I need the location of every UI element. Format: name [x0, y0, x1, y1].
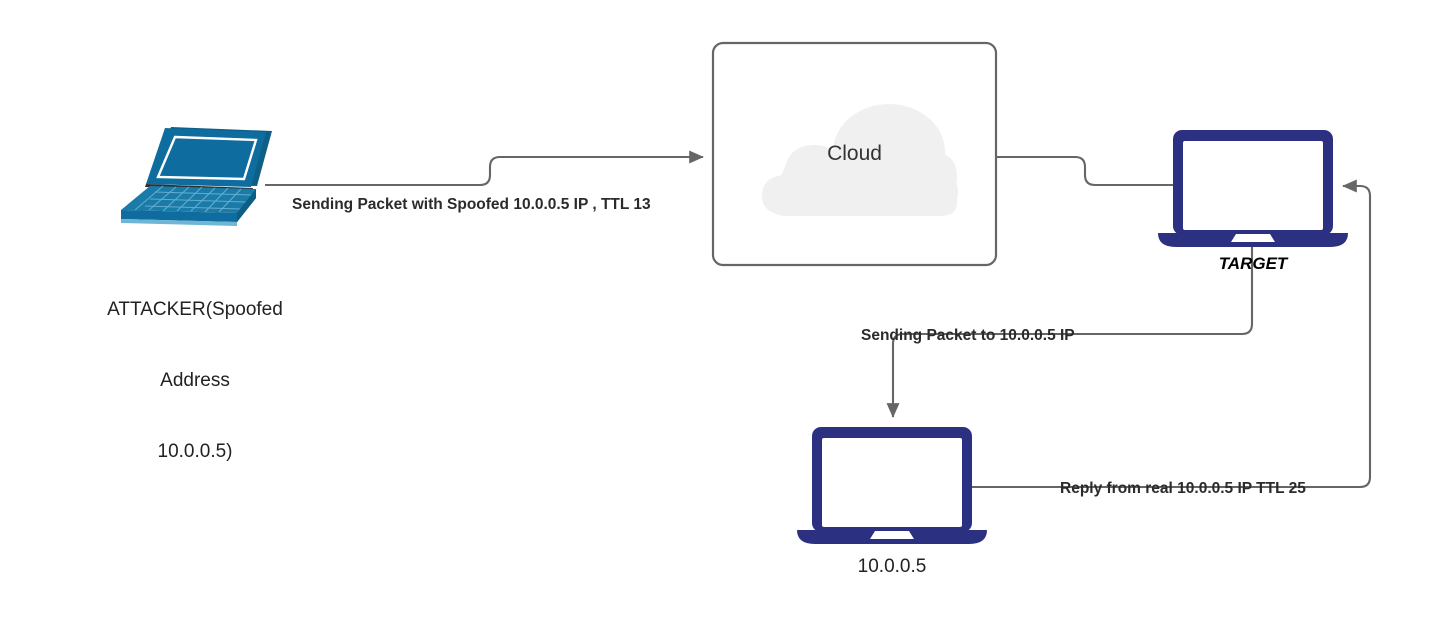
cloud-label: Cloud — [827, 142, 882, 165]
edge-cloud-to-target — [996, 155, 1173, 187]
edge-label-target-to-victim: Sending Packet to 10.0.0.5 IP — [861, 327, 1075, 344]
cloud-box — [711, 41, 998, 267]
target-label: TARGET — [1218, 254, 1288, 273]
edge-label-victim-to-target: Reply from real 10.0.0.5 IP TTL 25 — [1060, 480, 1306, 497]
attacker-label-line2: Address — [160, 369, 230, 391]
target-laptop-icon — [1158, 130, 1348, 247]
edge-target-to-victim — [886, 247, 1254, 418]
attacker-label-line1: ATTACKER(Spoofed — [107, 298, 283, 320]
victim-laptop-icon — [797, 427, 987, 544]
edge-label-attacker-to-cloud: Sending Packet with Spoofed 10.0.0.5 IP … — [292, 196, 651, 213]
attacker-label-line3: 10.0.0.5) — [157, 441, 233, 462]
edge-victim-to-target — [972, 179, 1372, 489]
attacker-laptop-icon — [121, 127, 272, 226]
edge-attacker-to-cloud — [265, 150, 704, 187]
attacker-label: ATTACKER(Spoofed Address 10.0.0.5) — [65, 250, 325, 511]
victim-label: 10.0.0.5 — [857, 556, 927, 577]
